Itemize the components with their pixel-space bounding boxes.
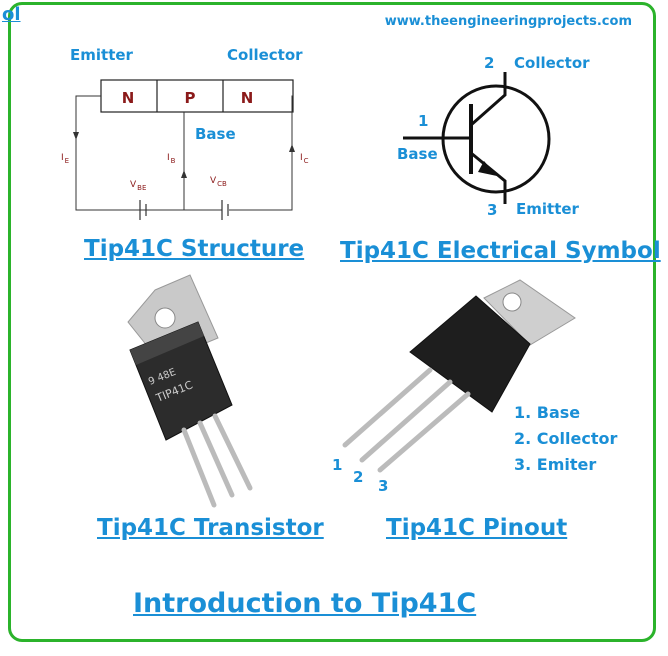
vbe-label: VBE	[130, 180, 146, 192]
tip41c-pinout-illustration: 1 2 3	[332, 279, 576, 495]
region-p: P	[185, 89, 196, 107]
symbol-base-label: Base	[397, 145, 438, 163]
ie-label: IE	[61, 153, 69, 165]
pin-item-collector: 2. Collector	[514, 429, 618, 448]
semiconductor-block	[100, 79, 294, 113]
symbol-caption[interactable]: Tip41C Electrical Symbol	[340, 238, 661, 264]
symbol-pin2: 2	[484, 54, 494, 72]
page-frame	[8, 2, 656, 642]
ie-arrow-icon	[73, 132, 79, 140]
pinout-number-2: 2	[353, 468, 363, 486]
pin-item-base: 1. Base	[514, 403, 581, 422]
structure-emitter-label: Emitter	[70, 46, 134, 64]
emitter-arrow-icon	[478, 161, 497, 176]
npn-electrical-symbol: 2 Collector 1 Base 3 Emitter	[397, 54, 590, 219]
symbol-collector-label: Collector	[514, 54, 590, 72]
region-n-right: N	[241, 89, 254, 107]
tip41c-transistor-illustration: 9 48E TIP41C	[127, 274, 253, 508]
ib-label: IB	[167, 153, 176, 165]
pinout-number-1: 1	[332, 456, 342, 474]
transistor-caption[interactable]: Tip41C Transistor	[97, 515, 324, 541]
ic-arrow-icon	[289, 144, 295, 152]
website-url: www.theengineeringprojects.com	[384, 14, 632, 29]
symbol-pin1: 1	[418, 112, 428, 130]
structure-caption[interactable]: Tip41C Structure	[84, 236, 305, 262]
vcb-label: VCB	[210, 176, 227, 188]
symbol-pin3: 3	[487, 201, 497, 219]
ib-arrow-icon	[181, 170, 187, 178]
pinout-caption[interactable]: Tip41C Pinout	[386, 515, 568, 541]
structure-base-label: Base	[195, 125, 236, 143]
page-title[interactable]: Introduction to Tip41C	[133, 588, 477, 619]
pin-list: 1. Base 2. Collector 3. Emiter	[514, 400, 617, 478]
npn-structure-diagram: N P N IE IB IC VBE VCB Emitter Collector…	[61, 46, 309, 220]
ic-label: IC	[300, 153, 309, 165]
structure-collector-label: Collector	[227, 46, 303, 64]
symbol-emitter-label: Emitter	[516, 200, 580, 218]
region-n-left: N	[122, 89, 135, 107]
pinout-number-3: 3	[378, 477, 388, 495]
pin-item-emitter: 3. Emiter	[514, 455, 597, 474]
corner-label[interactable]: ol	[2, 4, 21, 25]
